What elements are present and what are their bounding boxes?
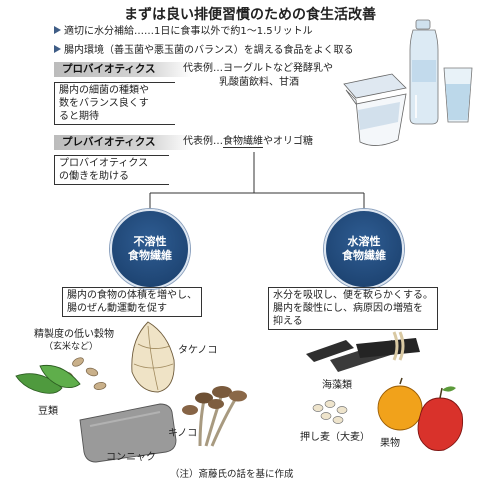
probiotics-example-line1: 代表例…ヨーグルトなど発酵乳や <box>183 63 333 74</box>
konnyaku-label: コンニャク <box>106 452 156 463</box>
fruit-icon <box>377 377 464 451</box>
prebiotics-example-fiber: 食物繊維 <box>223 136 263 148</box>
probiotics-desc-line: 腸内の細菌の種類や <box>59 85 149 96</box>
water-glass-icon <box>443 67 473 123</box>
insoluble-fiber-circle: 不溶性 食物繊維 <box>110 209 190 289</box>
probiotics-desc-line: ると期待 <box>59 111 99 122</box>
prebiotics-desc-line: の働きを助ける <box>59 171 129 182</box>
page-title: まずは良い排便習慣のための食生活改善 <box>124 7 376 23</box>
tip-gut-environment-text: 腸内環境（善玉菌や悪玉菌のバランス）を調える食品をよく取る <box>64 45 354 56</box>
pea-pod-icon <box>15 364 81 394</box>
mushroom-label: キノコ <box>168 428 198 439</box>
seaweed-icon <box>306 331 420 372</box>
tip-gut-environment: 腸内環境（善玉菌や悪玉菌のバランス）を調える食品をよく取る <box>54 41 354 56</box>
yogurt-cup-icon <box>343 73 407 146</box>
grains-label: 精製度の低い穀物 <box>34 329 114 340</box>
soluble-desc-line: 抑える <box>273 316 303 327</box>
insoluble-fiber-description: 腸内の食物の体積を増やし、 腸のぜん動運動を促す <box>62 287 202 317</box>
beans-label: 豆類 <box>38 406 58 417</box>
konnyaku-block-icon <box>79 403 177 463</box>
soluble-desc-line: 水分を吸収し、便を軟らかくする。 <box>273 290 433 301</box>
soluble-fiber-line1: 水溶性 <box>347 235 381 248</box>
probiotics-description: 腸内の細菌の種類や 数をバランス良くす ると期待 <box>54 82 175 125</box>
prebiotics-example-prefix: 代表例… <box>183 136 223 147</box>
grains-sublabel: （玄米など） <box>44 342 99 352</box>
insoluble-fiber-line1: 不溶性 <box>133 235 167 248</box>
insoluble-desc-line: 腸内の食物の体積を増やし、 <box>67 290 197 301</box>
seaweed-label: 海藻類 <box>322 380 352 391</box>
probiotics-desc-line: 数をバランス良くす <box>59 98 149 109</box>
arrow-right-icon <box>54 26 61 34</box>
probiotics-banner: プロバイオティクス <box>54 62 192 77</box>
barley-label: 押し麦（大麦） <box>300 432 370 443</box>
prebiotics-description: プロバイオティクス の働きを助ける <box>54 155 169 185</box>
soluble-fiber-description: 水分を吸収し、便を軟らかくする。 腸内を酸性にし、病原因の増殖を 抑える <box>268 287 438 330</box>
bamboo-label: タケノコ <box>178 345 218 356</box>
source-note: （注）斎藤氏の話を基に作成 <box>170 469 294 480</box>
bamboo-shoot-icon <box>131 321 175 393</box>
tip-water-text: 適切に水分補給……1日に食事以外で約1～1.5リットル <box>64 26 313 37</box>
barley-grains-icon <box>312 400 348 424</box>
tip-water: 適切に水分補給……1日に食事以外で約1～1.5リットル <box>54 22 313 37</box>
probiotics-example-line2: 乳酸菌飲料、甘酒 <box>219 77 299 88</box>
fruit-label: 果物 <box>380 438 400 449</box>
prebiotics-example-suffix: やオリゴ糖 <box>263 136 313 147</box>
tree-connector <box>149 152 365 210</box>
insoluble-fiber-line2: 食物繊維 <box>128 249 172 262</box>
prebiotics-desc-line: プロバイオティクス <box>59 158 149 169</box>
prebiotics-example: 代表例…食物繊維やオリゴ糖 <box>183 135 313 149</box>
prebiotics-banner: プレバイオティクス <box>54 135 192 150</box>
soluble-desc-line: 腸内を酸性にし、病原因の増殖を <box>273 303 423 314</box>
water-bottle-icon <box>409 19 439 125</box>
arrow-right-icon <box>54 45 61 53</box>
insoluble-desc-line: 腸のぜん動運動を促す <box>67 303 167 314</box>
soluble-fiber-line2: 食物繊維 <box>342 249 386 262</box>
soluble-fiber-circle: 水溶性 食物繊維 <box>324 209 404 289</box>
mushroom-icon <box>182 386 247 447</box>
